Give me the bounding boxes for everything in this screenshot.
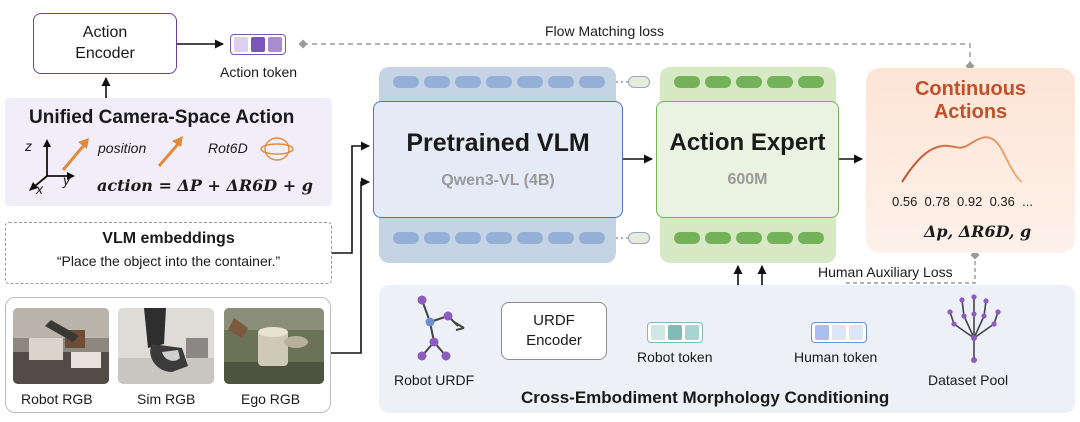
action-token-label: Action token: [220, 64, 298, 80]
arrow-embeddings-to-vlm: [332, 141, 370, 254]
dataset-pool-label: Dataset Pool: [928, 372, 1009, 388]
kv-token: [674, 76, 700, 88]
orange-arrow-icon: [61, 138, 89, 171]
kv-token: [517, 232, 543, 244]
vlm-embeddings-prompt: “Place the object into the container.”: [56, 253, 281, 269]
action-expert-title: Action Expert: [669, 129, 826, 156]
bridge-token: [628, 76, 650, 88]
flow-matching-line: [298, 39, 975, 71]
robot-token: [647, 322, 703, 343]
image-label: Robot RGB: [21, 391, 93, 407]
kv-token: [579, 232, 605, 244]
sim-rgb-image: [118, 308, 214, 384]
kv-token: [486, 232, 512, 244]
kv-token: [736, 76, 762, 88]
action-token-cell: [268, 37, 282, 52]
human-token: [811, 322, 867, 343]
kv-token: [736, 232, 762, 244]
kv-token: [455, 232, 481, 244]
kv-token: [767, 76, 793, 88]
kv-token: [455, 76, 481, 88]
axis-x-label: x: [36, 181, 43, 197]
urdf-encoder-line1: URDF: [533, 312, 575, 329]
robot-token-label: Robot token: [637, 349, 713, 365]
continuous-title-line2: Actions: [933, 101, 1008, 123]
robot-urdf-label: Robot URDF: [394, 372, 475, 388]
axes-icon: [29, 139, 75, 191]
kv-token: [579, 76, 605, 88]
unified-action-panel: Unified Camera-Space Action z y x positi…: [5, 98, 332, 206]
flow-matching-loss-label: Flow Matching loss: [545, 23, 665, 39]
vlm-embeddings-title: VLM embeddings: [102, 230, 235, 247]
action-formula: action = ΔP + ΔR6D + g: [97, 176, 313, 195]
kv-token: [798, 76, 824, 88]
cross-embodiment-title: Cross-Embodiment Morphology Conditioning: [521, 388, 890, 407]
continuous-formula: Δp, ΔR6D, g: [924, 222, 1032, 241]
vlm-subtitle: Qwen3-VL (4B): [441, 172, 555, 189]
kv-token: [767, 232, 793, 244]
pretrained-vlm-box: Pretrained VLM Qwen3-VL (4B): [373, 101, 623, 218]
urdf-encoder-line2: Encoder: [526, 332, 582, 349]
human-token-cell: [832, 325, 846, 340]
action-token-cell: [234, 37, 248, 52]
kv-token: [798, 232, 824, 244]
rotation-icon: [260, 137, 294, 161]
bridge-token: [628, 232, 650, 244]
arrow-images-to-vlm: [331, 177, 370, 354]
kv-token: [548, 76, 574, 88]
vlm-title: Pretrained VLM: [406, 129, 590, 157]
action-expert-box: Action Expert 600M: [656, 101, 839, 218]
action-encoder-box: Action Encoder: [33, 13, 177, 74]
robot-rgb-image: [13, 308, 109, 384]
action-token: [230, 34, 286, 55]
continuous-values: 0.56 0.78 0.92 0.36 ...: [892, 194, 1033, 209]
ego-rgb-image: [224, 308, 324, 384]
kv-token: [424, 76, 450, 88]
action-expert-subtitle: 600M: [727, 171, 768, 188]
action-distribution-curve: [901, 136, 1023, 183]
kv-token: [517, 76, 543, 88]
urdf-encoder-box: URDF Encoder: [501, 302, 607, 360]
axis-y-label: y: [63, 172, 70, 188]
robot-urdf-icon: [417, 295, 465, 361]
robot-token-cell: [668, 325, 682, 340]
robot-token-cell: [651, 325, 665, 340]
vlm-embeddings-box: VLM embeddings “Place the object into th…: [5, 222, 332, 284]
human-token-label: Human token: [794, 349, 878, 365]
kv-token: [424, 232, 450, 244]
robot-token-cell: [685, 325, 699, 340]
axis-z-label: z: [25, 138, 32, 154]
kv-token: [393, 232, 419, 244]
image-label: Ego RGB: [241, 391, 301, 407]
human-token-cell: [849, 325, 863, 340]
continuous-title-line1: Continuous: [914, 78, 1027, 100]
kv-token: [674, 232, 700, 244]
kv-token: [705, 76, 731, 88]
kv-token: [486, 76, 512, 88]
action-encoder-line2: Encoder: [75, 45, 135, 62]
human-aux-loss-label: Human Auxiliary Loss: [816, 264, 955, 280]
human-token-cell: [815, 325, 829, 340]
input-images-panel: Robot RGB Sim RGB Ego RGB: [5, 297, 331, 413]
image-label: Sim RGB: [137, 391, 196, 407]
unified-action-title: Unified Camera-Space Action: [29, 107, 295, 128]
position-label: position: [98, 140, 147, 156]
kv-token: [548, 232, 574, 244]
action-encoder-line1: Action: [82, 24, 128, 41]
hand-skeleton-icon: [947, 294, 1001, 363]
cross-embodiment-panel: Cross-Embodiment Morphology Conditioning: [379, 285, 1075, 413]
kv-token: [705, 232, 731, 244]
continuous-actions-panel: Continuous Actions 0.56 0.78 0.92 0.36 .…: [866, 68, 1075, 253]
kv-token: [393, 76, 419, 88]
action-token-cell: [251, 37, 265, 52]
orange-arrow-icon: [157, 136, 183, 167]
rot6d-label: Rot6D: [208, 140, 248, 156]
